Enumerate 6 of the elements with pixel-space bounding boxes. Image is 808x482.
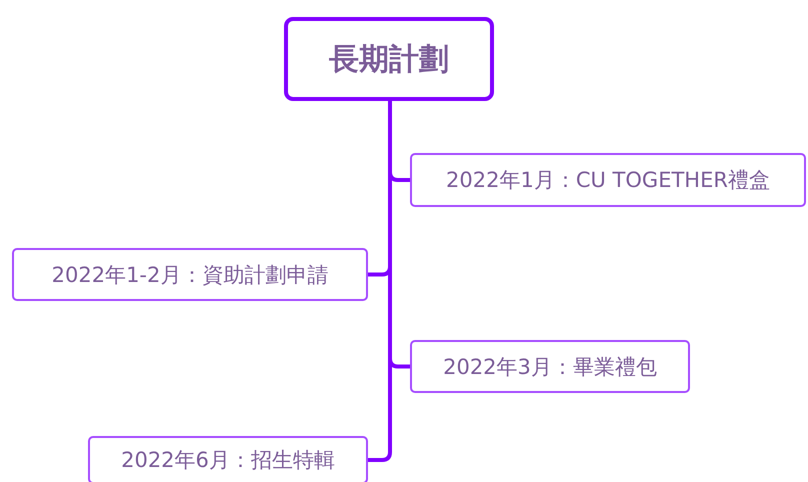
topic-box: 長期計劃 <box>284 17 494 101</box>
subtopic-box: 2022年1月：CU TOGETHER禮盒 <box>410 153 806 207</box>
subtopic-box: 2022年6月：招生特輯 <box>88 436 368 482</box>
subtopic-box: 2022年3月：畢業禮包 <box>410 340 690 393</box>
subtopic-box: 2022年1-2月：資助計劃申請 <box>12 248 368 301</box>
connector <box>368 101 392 462</box>
